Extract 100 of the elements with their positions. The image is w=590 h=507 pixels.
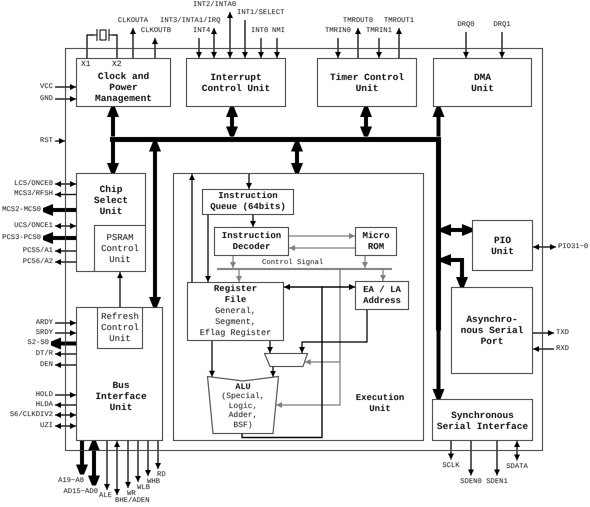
arrow bbox=[362, 256, 368, 268]
unit-block bbox=[173, 173, 424, 441]
arrow bbox=[55, 84, 76, 90]
block-title: Refresh Control Unit bbox=[101, 312, 139, 344]
unit-block bbox=[355, 227, 397, 256]
arrow bbox=[55, 248, 76, 254]
double-arrow bbox=[55, 181, 76, 187]
arrow bbox=[267, 341, 273, 353]
wire bbox=[112, 34, 118, 58]
block-title: Asynchro- nous Serial Port bbox=[460, 314, 524, 346]
arrow bbox=[135, 441, 141, 482]
block-title: EA / LA Address bbox=[363, 284, 401, 306]
block-title: Synchronous Serial Interface bbox=[436, 410, 528, 432]
double-arrow bbox=[533, 244, 556, 250]
arrow bbox=[533, 330, 554, 336]
unit-block bbox=[186, 58, 286, 107]
pin-label: X2 bbox=[112, 60, 122, 69]
arrow bbox=[55, 138, 65, 144]
arrow bbox=[241, 284, 355, 438]
arrow bbox=[533, 346, 554, 352]
arrow bbox=[242, 20, 248, 58]
arrow bbox=[274, 38, 280, 58]
arrow bbox=[155, 441, 161, 469]
unit-block bbox=[202, 189, 294, 215]
arrow bbox=[355, 28, 361, 58]
unit-block bbox=[187, 282, 284, 341]
block-title: Micro ROM bbox=[362, 230, 390, 252]
unit-block bbox=[355, 281, 409, 310]
arrow bbox=[376, 38, 382, 58]
arrow bbox=[230, 256, 236, 268]
arrow bbox=[236, 270, 242, 282]
arrow bbox=[448, 441, 454, 460]
block-title: PIO Unit bbox=[491, 235, 514, 257]
block-title: DMA Unit bbox=[471, 72, 494, 94]
arrow bbox=[152, 38, 158, 58]
chip-outline bbox=[65, 48, 543, 451]
arrow bbox=[55, 402, 76, 408]
arrow bbox=[209, 341, 215, 377]
unit-block bbox=[76, 173, 146, 272]
block-title: Interrupt Control Unit bbox=[202, 72, 270, 94]
arrow bbox=[104, 441, 110, 490]
arrow bbox=[205, 215, 211, 282]
arrow bbox=[335, 38, 341, 58]
arrow bbox=[289, 245, 355, 251]
unit-block bbox=[94, 225, 146, 272]
unit-block bbox=[451, 287, 533, 374]
wire bbox=[86, 34, 94, 58]
double-arrow bbox=[55, 423, 76, 429]
block-title: Clock and Power Management bbox=[95, 71, 152, 104]
block-description: (Special, Logic, Adder, BSF) bbox=[221, 392, 265, 430]
arrow bbox=[55, 351, 76, 357]
block-title: ALU bbox=[235, 382, 251, 392]
block-title: Execution Unit bbox=[356, 392, 404, 414]
double-arrow bbox=[114, 441, 120, 495]
block-title: Instruction Decoder bbox=[222, 230, 282, 252]
arrow bbox=[125, 441, 131, 488]
double-arrow bbox=[514, 441, 520, 460]
arrow bbox=[246, 174, 252, 189]
double-arrow bbox=[55, 412, 76, 418]
arrow bbox=[55, 392, 76, 398]
unit-block bbox=[317, 58, 417, 107]
block-title: PSRAM Control Unit bbox=[101, 232, 139, 266]
arrow bbox=[196, 38, 202, 58]
arrow bbox=[468, 441, 474, 476]
arrow bbox=[289, 233, 355, 239]
unit-block bbox=[432, 399, 533, 441]
pin-label: X1 bbox=[81, 60, 91, 69]
block-title: Bus Interface Unit bbox=[95, 380, 147, 412]
crystal-symbol bbox=[94, 28, 112, 42]
multiplexer-symbol bbox=[264, 353, 308, 367]
arrow bbox=[463, 32, 469, 58]
unit-block bbox=[214, 227, 289, 256]
arrow bbox=[270, 367, 276, 377]
arrow bbox=[130, 28, 136, 58]
arrow bbox=[117, 272, 123, 307]
arrow bbox=[55, 96, 76, 102]
block-title: Register File bbox=[214, 284, 258, 306]
arrow bbox=[55, 192, 76, 198]
arrow bbox=[55, 259, 76, 265]
arrow bbox=[499, 32, 505, 58]
thick-double-arrow bbox=[441, 254, 468, 287]
unit-block bbox=[76, 307, 163, 441]
arrow bbox=[494, 441, 500, 476]
arrow bbox=[55, 320, 76, 326]
arrow bbox=[380, 270, 386, 281]
arrow bbox=[55, 330, 76, 336]
arrow bbox=[258, 38, 264, 58]
double-arrow bbox=[55, 223, 76, 229]
arrow bbox=[396, 28, 402, 58]
unit-block bbox=[76, 58, 171, 107]
block-title: Instruction Queue (64bits) bbox=[210, 191, 286, 213]
arrow bbox=[250, 215, 256, 227]
unit-block bbox=[472, 220, 533, 271]
double-arrow bbox=[227, 12, 233, 58]
double-arrow bbox=[211, 28, 217, 58]
block-description: General, Segment, Eflag Register bbox=[200, 306, 272, 338]
signal-line bbox=[217, 268, 392, 270]
arrow bbox=[145, 441, 151, 476]
arrow bbox=[299, 310, 368, 353]
arrow bbox=[55, 362, 76, 368]
